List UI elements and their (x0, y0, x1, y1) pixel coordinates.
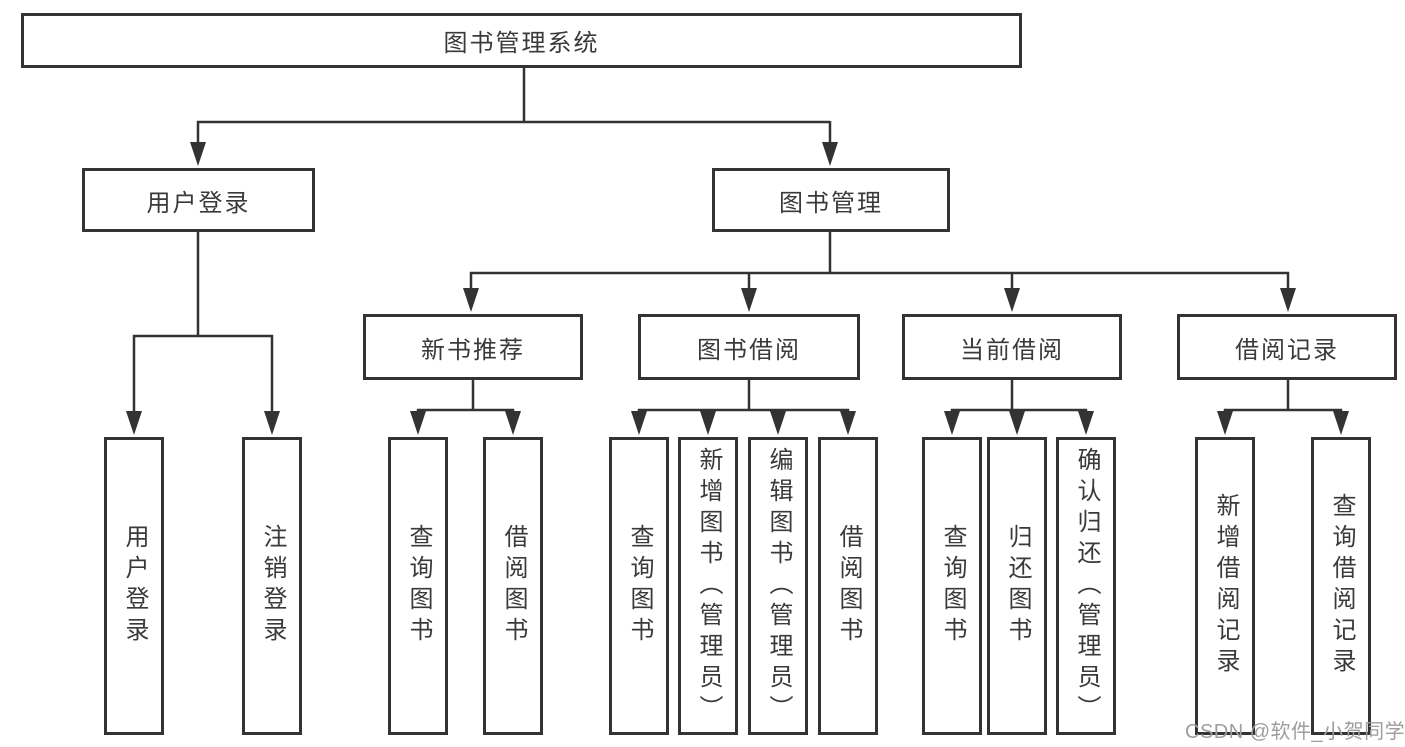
leaf-borrowing-add-books-admin: 新增图书（管理员） (678, 437, 738, 735)
watermark-text: CSDN @软件_小贺同学 (1185, 721, 1405, 743)
node-current-borrowing: 当前借阅 (902, 314, 1122, 380)
node-borrow-records: 借阅记录 (1177, 314, 1397, 380)
leaf-user-login-label: 用户登录 (121, 524, 148, 648)
leaf-logout-login-label: 注销登录 (259, 524, 286, 648)
leaf-records-query-record-label: 查询借阅记录 (1328, 493, 1355, 679)
leaf-borrowing-query-books-label: 查询图书 (626, 524, 653, 648)
connector-user-login-branch (126, 232, 280, 435)
leaf-current-confirm-return-admin: 确认归还（管理员） (1056, 437, 1116, 735)
leaf-logout-login: 注销登录 (242, 437, 302, 735)
connector-current-borrowing-branch (944, 380, 1094, 435)
leaf-newbook-borrow-books: 借阅图书 (483, 437, 543, 735)
node-book-borrowing-label: 图书借阅 (697, 336, 801, 364)
leaf-newbook-borrow-books-label: 借阅图书 (500, 524, 527, 648)
connector-book-management-branch (463, 232, 1296, 312)
node-user-login: 用户登录 (82, 168, 315, 232)
node-borrow-records-label: 借阅记录 (1235, 336, 1339, 364)
leaf-borrowing-edit-books-admin-label: 编辑图书（管理员） (765, 446, 792, 726)
leaf-borrowing-query-books: 查询图书 (609, 437, 669, 735)
leaf-newbook-query-books: 查询图书 (388, 437, 448, 735)
node-book-management-label: 图书管理 (779, 189, 883, 217)
connector-borrow-records-branch (1217, 380, 1349, 435)
leaf-current-query-books-label: 查询图书 (939, 524, 966, 648)
node-new-book-recommend: 新书推荐 (363, 314, 583, 380)
connector-book-borrowing-branch (631, 380, 856, 435)
node-book-borrowing: 图书借阅 (638, 314, 860, 380)
leaf-current-confirm-return-admin-label: 确认归还（管理员） (1073, 446, 1100, 726)
node-new-book-recommend-label: 新书推荐 (421, 336, 525, 364)
leaf-borrowing-borrow-books-label: 借阅图书 (835, 524, 862, 648)
leaf-borrowing-edit-books-admin: 编辑图书（管理员） (748, 437, 808, 735)
leaf-current-query-books: 查询图书 (922, 437, 982, 735)
node-current-borrowing-label: 当前借阅 (960, 336, 1064, 364)
node-root-label: 图书管理系统 (443, 30, 600, 57)
node-root: 图书管理系统 (21, 13, 1022, 68)
leaf-records-query-record: 查询借阅记录 (1311, 437, 1371, 735)
leaf-records-add-record-label: 新增借阅记录 (1212, 493, 1239, 679)
leaf-records-add-record: 新增借阅记录 (1195, 437, 1255, 735)
leaf-borrowing-add-books-admin-label: 新增图书（管理员） (695, 446, 722, 726)
connector-root-branch (190, 68, 838, 166)
leaf-current-return-books: 归还图书 (987, 437, 1047, 735)
leaf-user-login: 用户登录 (104, 437, 164, 735)
node-book-management: 图书管理 (712, 168, 950, 232)
connector-new-book-branch (410, 380, 521, 435)
leaf-newbook-query-books-label: 查询图书 (405, 524, 432, 648)
leaf-current-return-books-label: 归还图书 (1004, 524, 1031, 648)
leaf-borrowing-borrow-books: 借阅图书 (818, 437, 878, 735)
node-user-login-label: 用户登录 (146, 189, 251, 217)
